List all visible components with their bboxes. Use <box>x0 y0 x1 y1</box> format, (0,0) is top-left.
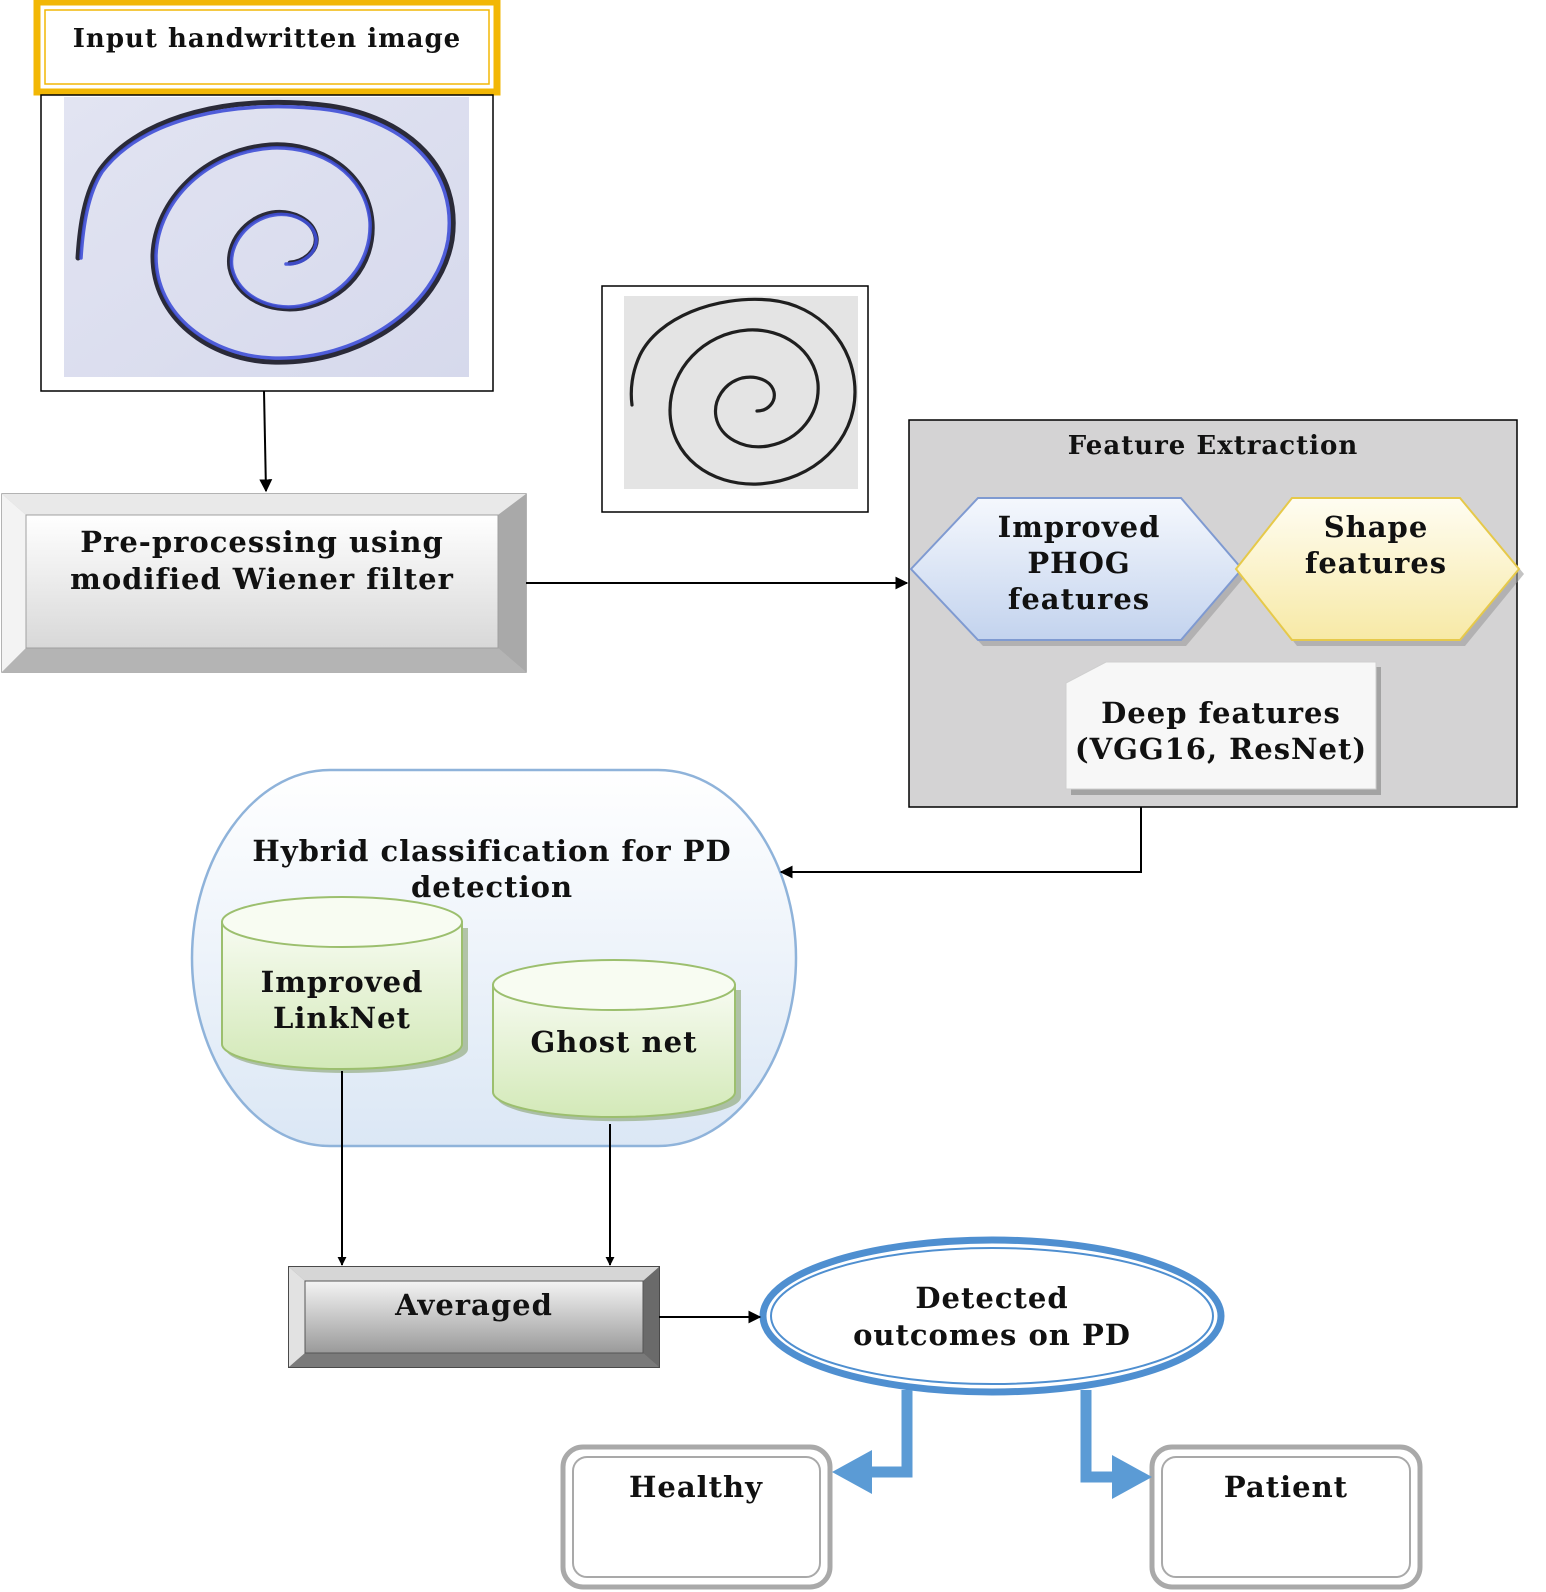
feature-extraction-panel: Feature Extraction Improved PHOG feature… <box>908 419 1524 808</box>
arrow-features-to-classification <box>779 807 1142 879</box>
ghostnet-label: Ghost net <box>531 1025 698 1059</box>
input-block: Input handwritten image <box>33 0 501 392</box>
averaged-label: Averaged <box>394 1288 553 1322</box>
shape-label-line1: Shape <box>1324 510 1429 544</box>
deep-features-card: Deep features (VGG16, ResNet) <box>1065 661 1381 795</box>
phog-label-line1: Improved <box>998 510 1161 544</box>
linknet-label-line1: Improved <box>261 965 424 999</box>
deep-card-shape <box>1065 661 1377 790</box>
deep-label-line2: (VGG16, ResNet) <box>1075 732 1367 766</box>
classification-title-line1: Hybrid classification for PD <box>252 834 731 868</box>
preprocessing-bevel-top <box>2 494 526 515</box>
outcome-ellipse-outer <box>759 1236 1225 1396</box>
preprocessed-image-block <box>601 285 869 513</box>
outcome-ellipse-inner <box>770 1247 1214 1385</box>
feature-extraction-title: Feature Extraction <box>1068 431 1358 461</box>
averaged-bevel-bottom <box>289 1353 659 1367</box>
shape-features-hexagon: Shape features <box>1234 497 1524 646</box>
patient-connector-head <box>1112 1455 1152 1499</box>
averaged-bevel-top <box>289 1267 659 1281</box>
phog-features-hexagon: Improved PHOG features <box>909 497 1247 646</box>
linknet-cylinder-top <box>221 896 463 948</box>
arrow-outcome-to-healthy <box>832 1390 913 1494</box>
classification-title-line2: detection <box>411 870 573 904</box>
averaged-bevel-left <box>289 1267 305 1367</box>
healthy-label: Healthy <box>629 1470 763 1504</box>
input-title-inner-border <box>44 9 490 85</box>
ghostnet-cylinder-top <box>492 959 736 1011</box>
preprocessing-label-line1: Pre-processing using <box>80 525 444 559</box>
healthy-result: Healthy <box>560 1444 833 1590</box>
preprocessing-label-line2: modified Wiener filter <box>70 562 454 596</box>
arrow-outcome-to-patient <box>1080 1390 1152 1499</box>
classification-block: Hybrid classification for PD detection I… <box>190 768 798 1148</box>
preprocessing-bevel-right <box>498 494 526 672</box>
shape-hexagon-shape <box>1234 497 1521 641</box>
preprocessed-spiral-image <box>629 297 857 486</box>
patient-result: Patient <box>1149 1444 1423 1590</box>
arrow-input-to-preprocessing <box>259 390 273 493</box>
ghostnet-cylinder-body <box>492 984 736 1118</box>
patient-label: Patient <box>1224 1470 1348 1504</box>
phog-label-line2: PHOG <box>1027 546 1130 580</box>
input-spiral-image <box>75 99 456 365</box>
averaged-block: Averaged <box>288 1266 660 1368</box>
linknet-cylinder-body <box>221 921 463 1070</box>
healthy-connector-head <box>832 1450 872 1494</box>
linknet-label-line2: LinkNet <box>273 1001 411 1035</box>
preprocessing-block: Pre-processing using modified Wiener fil… <box>1 493 527 673</box>
averaged-face <box>304 1280 644 1354</box>
ghostnet-cylinder: Ghost net <box>492 959 741 1122</box>
input-title-box <box>33 0 501 96</box>
patient-connector-line <box>1080 1390 1116 1483</box>
preprocessing-bevel-bottom <box>2 648 526 672</box>
averaged-bevel-right <box>643 1267 659 1367</box>
healthy-box-inner <box>572 1456 821 1578</box>
healthy-connector-line <box>868 1390 913 1478</box>
outcome-block: Detected outcomes on PD <box>759 1236 1225 1396</box>
connectors <box>259 390 1152 1499</box>
outcome-label-line2: outcomes on PD <box>853 1318 1131 1352</box>
deep-label-line1: Deep features <box>1101 696 1341 730</box>
preprocessing-bevel-left <box>2 494 26 672</box>
shape-label-line2: features <box>1305 546 1447 580</box>
preprocessing-face <box>25 514 499 649</box>
input-title: Input handwritten image <box>73 24 461 54</box>
patient-box-inner <box>1161 1456 1411 1578</box>
outcome-label-line1: Detected <box>915 1281 1068 1315</box>
linknet-cylinder: Improved LinkNet <box>221 896 468 1073</box>
phog-label-line3: features <box>1008 582 1150 616</box>
